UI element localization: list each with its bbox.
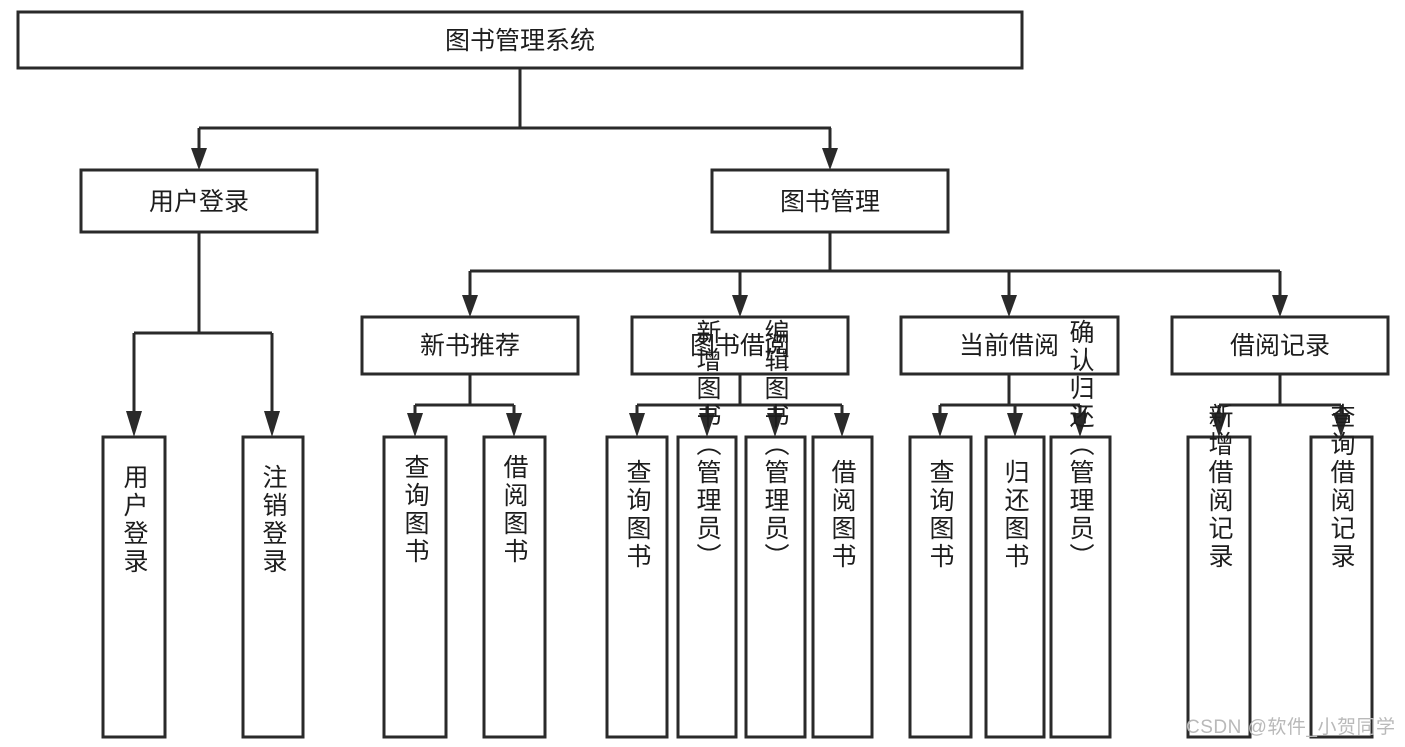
- node-leaf-return-book-box[interactable]: [984, 435, 1046, 739]
- node-leaf-add-record-box[interactable]: [1186, 435, 1252, 739]
- node-leaf-confirm-return-label: 确认归还（管理员）: [1066, 319, 1095, 571]
- edge-group-root: [191, 68, 838, 170]
- node-leaf-return-book-label: 归还图书: [1001, 459, 1030, 571]
- node-leaf-query-book-3-box[interactable]: [908, 435, 973, 739]
- node-leaf-borrow-book-1[interactable]: 借阅图书: [482, 435, 547, 739]
- node-borrow-record-label: 借阅记录: [1230, 332, 1330, 360]
- node-leaf-add-record[interactable]: 新增借阅记录: [1186, 403, 1252, 739]
- node-book-borrow[interactable]: 图书借阅: [630, 315, 850, 376]
- csdn-watermark: CSDN @软件_小贺同学: [1186, 717, 1396, 738]
- node-leaf-query-record-label: 查询借阅记录: [1327, 403, 1356, 571]
- node-leaf-query-record[interactable]: 查询借阅记录: [1309, 403, 1374, 739]
- node-leaf-query-book-1-label: 查询图书: [401, 454, 430, 566]
- node-leaf-confirm-return-box[interactable]: [1049, 435, 1112, 739]
- node-leaf-query-record-box[interactable]: [1309, 435, 1374, 739]
- node-leaf-query-book-2[interactable]: 查询图书: [605, 435, 669, 739]
- node-leaf-add-book-label: 新增图书（管理员）: [693, 319, 722, 571]
- node-leaf-borrow-book-1-box[interactable]: [482, 435, 547, 739]
- node-leaf-query-book-2-box[interactable]: [605, 435, 669, 739]
- node-root[interactable]: 图书管理系统: [16, 10, 1024, 70]
- node-leaf-borrow-book-2-label: 借阅图书: [828, 459, 857, 571]
- node-leaf-logout[interactable]: 注销登录: [241, 435, 305, 739]
- edge-group-borrow-record: [1211, 374, 1349, 437]
- arrow-head-leaf-edit-book: [767, 413, 783, 437]
- node-book-manage[interactable]: 图书管理: [710, 168, 950, 234]
- node-book-borrow-label: 图书借阅: [690, 332, 790, 360]
- arrow-head-current-borrow: [1001, 295, 1017, 317]
- node-leaf-add-book[interactable]: 新增图书（管理员）: [676, 319, 738, 739]
- node-leaf-borrow-book-2[interactable]: 借阅图书: [811, 435, 874, 739]
- node-borrow-record[interactable]: 借阅记录: [1170, 315, 1390, 376]
- node-leaf-logout-label: 注销登录: [259, 464, 288, 576]
- arrow-head-leaf-add-book: [699, 413, 715, 437]
- arrow-head-leaf-borrow-book-1: [506, 413, 522, 437]
- arrow-head-leaf-logout: [264, 411, 280, 437]
- node-leaf-add-record-label: 新增借阅记录: [1205, 403, 1234, 571]
- node-leaf-query-book-3-label: 查询图书: [926, 459, 955, 571]
- edge-group-user-login: [126, 232, 280, 437]
- edge-group-book-borrow: [629, 374, 850, 437]
- node-user-login-label: 用户登录: [149, 188, 249, 216]
- node-user-login[interactable]: 用户登录: [79, 168, 319, 234]
- arrow-head-leaf-add-record: [1211, 413, 1227, 437]
- node-current-borrow-label: 当前借阅: [959, 332, 1059, 360]
- arrow-head-leaf-query-record: [1333, 413, 1349, 437]
- arrow-head-leaf-query-book-2: [629, 413, 645, 437]
- node-borrow-record-box[interactable]: [1170, 315, 1390, 376]
- arrow-head-book-borrow: [732, 295, 748, 317]
- node-leaf-user-login[interactable]: 用户登录: [101, 435, 167, 739]
- node-leaf-borrow-book-2-box[interactable]: [811, 435, 874, 739]
- edge-group-book-manage: [462, 232, 1288, 317]
- node-leaf-add-book-box[interactable]: [676, 435, 738, 739]
- node-book-borrow-box[interactable]: [630, 315, 850, 376]
- node-leaf-edit-book-label: 编辑图书（管理员）: [761, 319, 790, 571]
- arrow-head-leaf-borrow-book-2: [834, 413, 850, 437]
- node-leaf-borrow-book-1-label: 借阅图书: [500, 454, 529, 566]
- arrow-head-user-login: [191, 148, 207, 170]
- node-current-borrow[interactable]: 当前借阅: [899, 315, 1120, 376]
- node-leaf-query-book-1[interactable]: 查询图书: [382, 435, 448, 739]
- node-leaf-confirm-return[interactable]: 确认归还（管理员）: [1049, 319, 1112, 739]
- arrow-head-book-manage: [822, 148, 838, 170]
- node-leaf-user-login-box[interactable]: [101, 435, 167, 739]
- node-book-manage-box[interactable]: [710, 168, 950, 234]
- node-user-login-box[interactable]: [79, 168, 319, 234]
- node-leaf-query-book-3[interactable]: 查询图书: [908, 435, 973, 739]
- node-leaf-user-login-label: 用户登录: [120, 464, 149, 576]
- node-root-box[interactable]: [16, 10, 1024, 70]
- node-new-book-rec[interactable]: 新书推荐: [360, 315, 580, 376]
- arrow-head-borrow-record: [1272, 295, 1288, 317]
- node-leaf-query-book-1-box[interactable]: [382, 435, 448, 739]
- node-new-book-rec-label: 新书推荐: [420, 332, 520, 360]
- edge-group-new-book-rec: [407, 374, 522, 437]
- arrow-head-leaf-return-book: [1007, 413, 1023, 437]
- node-leaf-edit-book-box[interactable]: [744, 435, 807, 739]
- node-leaf-return-book[interactable]: 归还图书: [984, 435, 1046, 739]
- edge-group-current-borrow: [932, 374, 1088, 437]
- arrow-head-leaf-user-login: [126, 411, 142, 437]
- arrow-head-leaf-query-book-3: [932, 413, 948, 437]
- node-leaf-edit-book[interactable]: 编辑图书（管理员）: [744, 319, 807, 739]
- arrow-head-leaf-query-book-1: [407, 413, 423, 437]
- node-leaf-query-book-2-label: 查询图书: [623, 459, 652, 571]
- arrow-head-leaf-confirm-return: [1072, 413, 1088, 437]
- node-leaf-logout-box[interactable]: [241, 435, 305, 739]
- node-new-book-rec-box[interactable]: [360, 315, 580, 376]
- node-root-label: 图书管理系统: [445, 27, 595, 55]
- node-book-manage-label: 图书管理: [780, 188, 880, 216]
- arrow-head-new-book-rec: [462, 295, 478, 317]
- node-current-borrow-box[interactable]: [899, 315, 1120, 376]
